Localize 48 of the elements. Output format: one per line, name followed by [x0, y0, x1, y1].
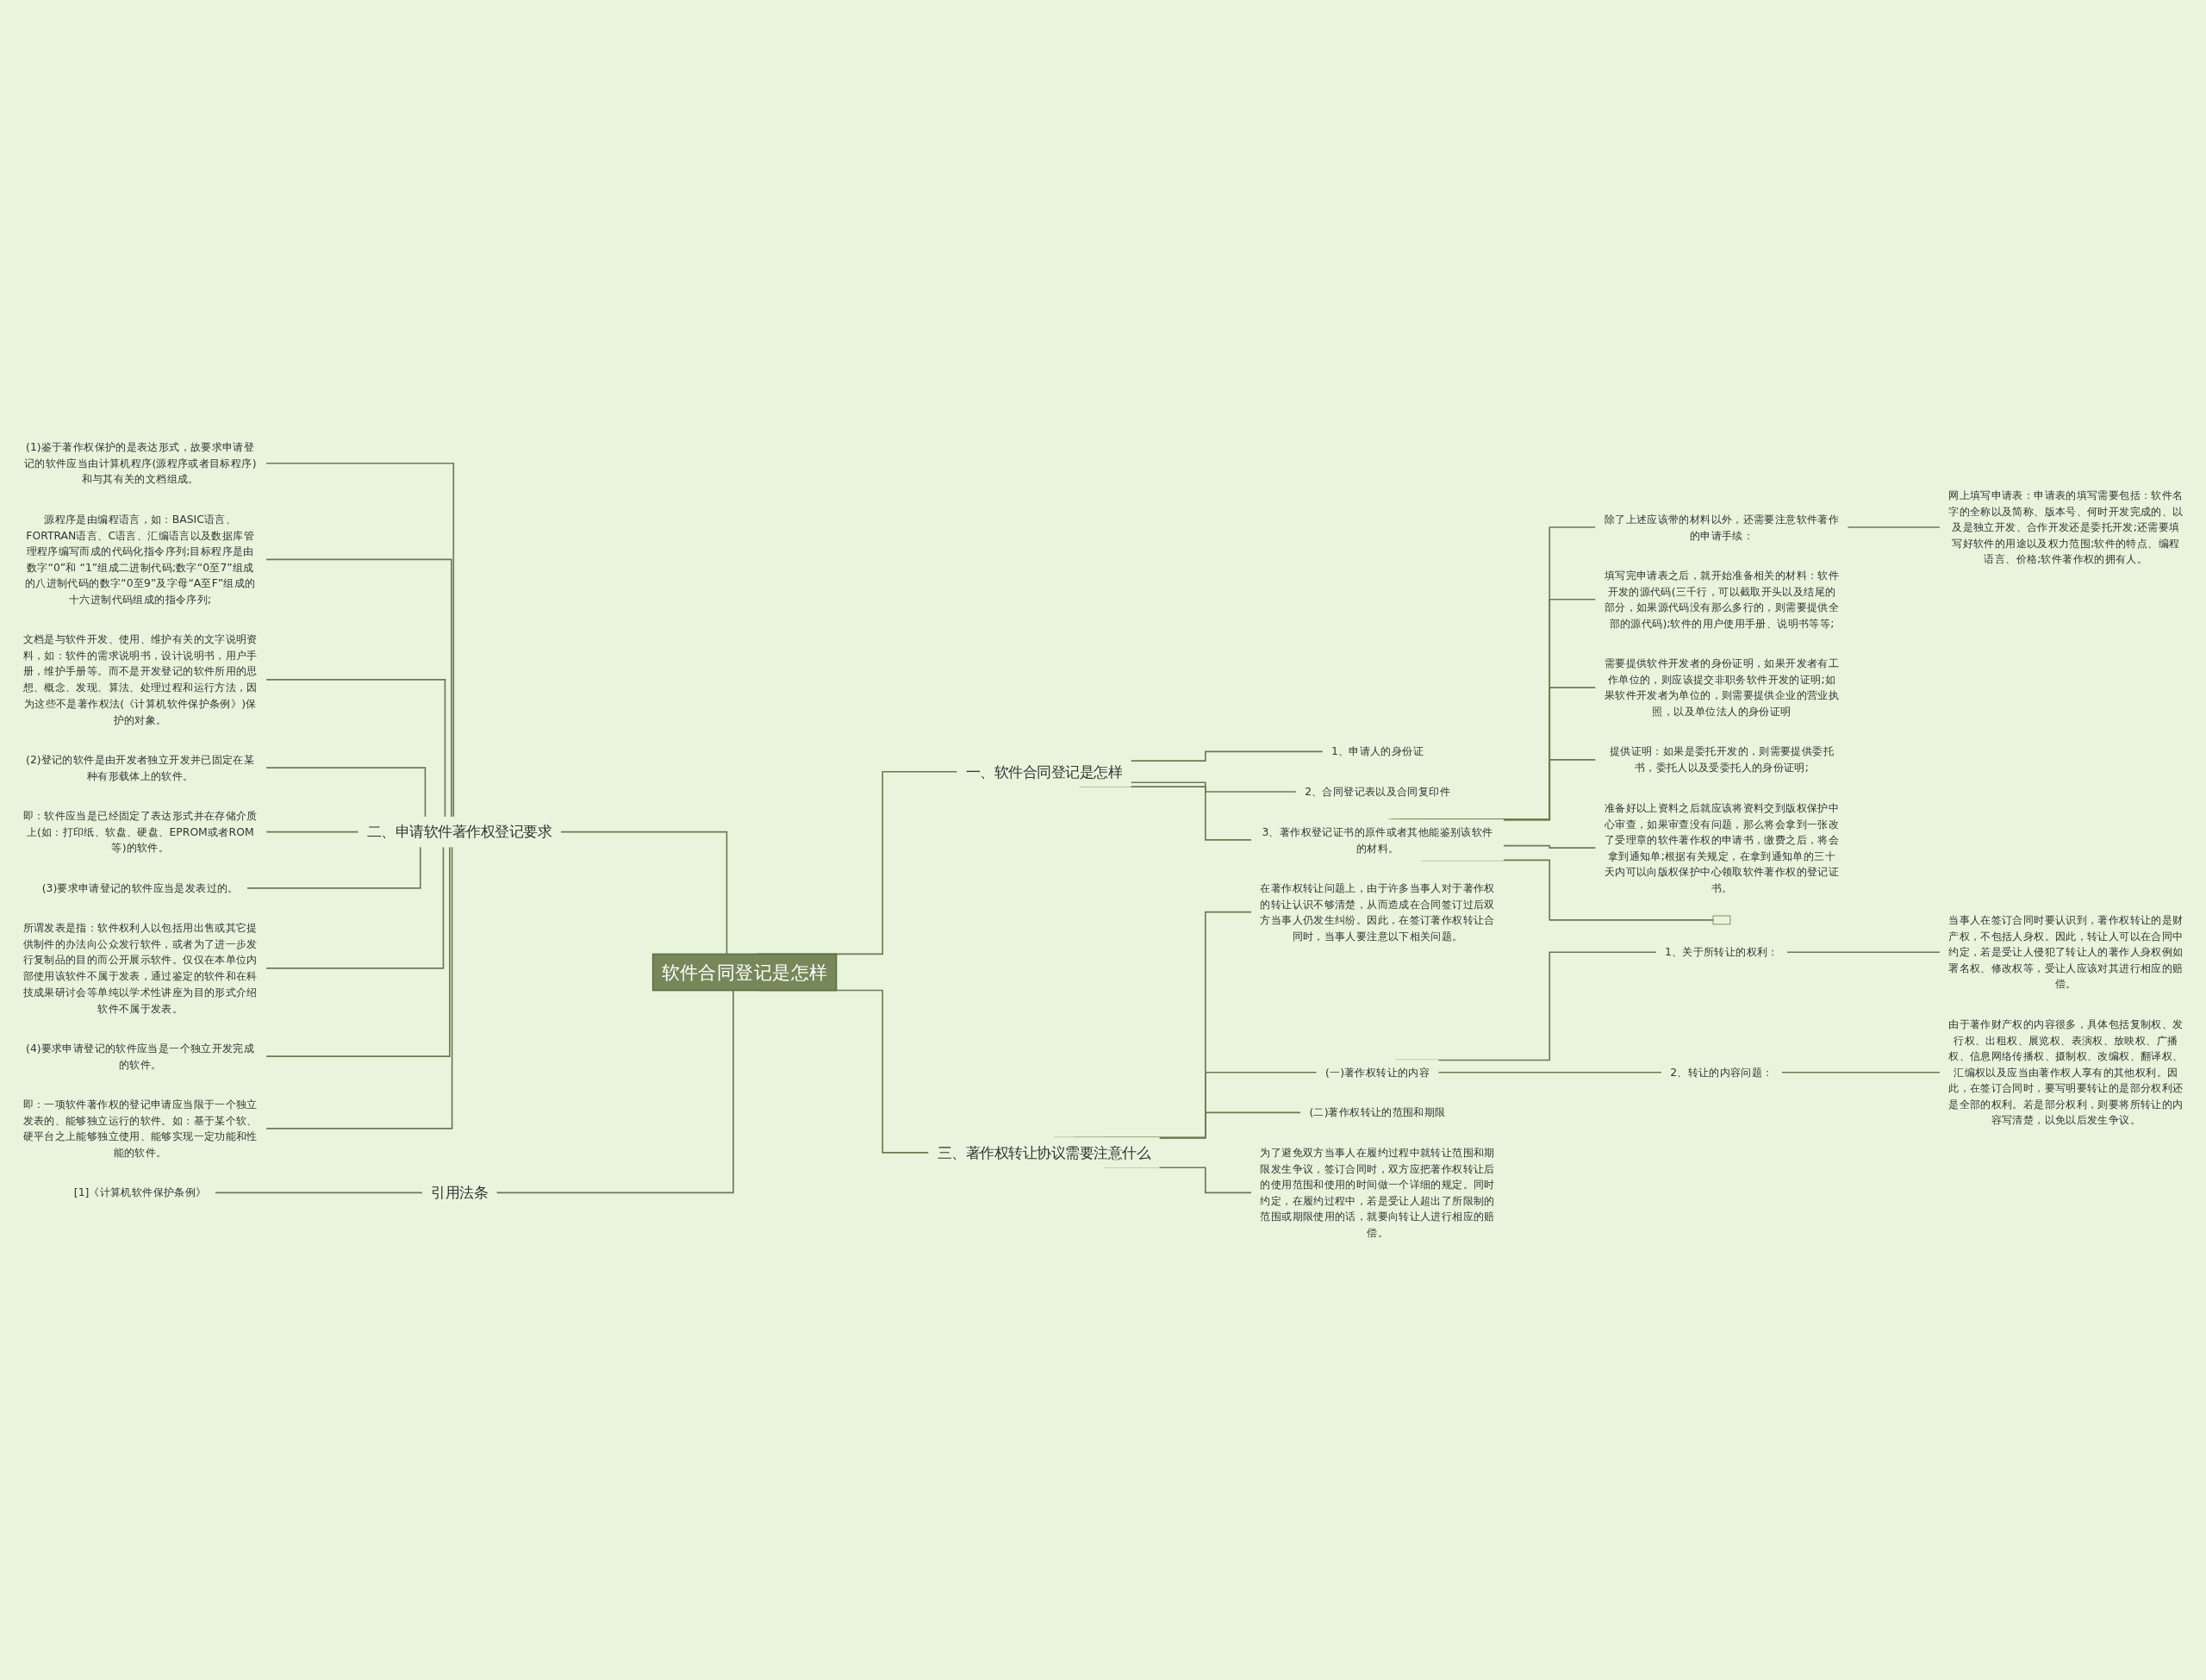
node-text: 由于著作财产权的内容很多，具体包括复制权、发行权、出租权、展览权、表演权、放映权、广播权、信息网络传播权、摄制权、改编权、翻译权、汇编权以及应当由著作权人享有的其他权利。因此，在签订合同时，要写明要转让的是部分权利还是全部的权利。若是部分权利，则要将所转让的内容写清楚，以免以后发生争议。 [1948, 1017, 2184, 1127]
connector [1437, 1071, 1663, 1073]
connector [265, 831, 359, 833]
node-text: 引用法条 [431, 1184, 489, 1202]
connector [495, 989, 734, 1194]
node-text: 在著作权转让问题上，由于许多当事人对于著作权的转让认识不够清楚，从而造成在合同签订过后双方当事人仍发生纠纷。因此，在签订著作权转让合同时，当事人要注意以下相关问题。 [1260, 881, 1495, 943]
connector [1847, 526, 1941, 528]
node-text: 需要提供软件开发者的身份证明，如果开发者有工作单位的，则应该提交非职务软件开发的证明;如果软件开发者为单位的，则需要提供企业的营业执照，以及单位法人的身份证明 [1604, 656, 1840, 719]
connector [265, 846, 453, 1129]
node-text: 源程序是由编程语言，如：BASIC语言、FORTRAN语言、C语言、汇编语言以及数据库管理程序编写而成的代码化指令序列;目标程序是由数字“0”和 “1”组成二进制代码;数字“0至7”组成的八进制代码的数字“0至9”及字母“A至F”组成的十六进制代码组成的指令序列; [24, 513, 256, 606]
node-text: (4)要求申请登记的软件应当是一个独立开发完成的软件。 [26, 1042, 255, 1071]
node-text: 即：软件应当是已经固定了表达形式并在存储介质上(如：打印纸、软盘、硬盘、EPROM或者ROM等)的软件。 [22, 809, 258, 855]
connector [265, 462, 455, 818]
node-box [1712, 915, 1731, 925]
connector [265, 846, 445, 969]
node-box: 软件合同登记是怎样 [651, 953, 838, 992]
node-text: (2)登记的软件是由开发者独立开发并已固定在某种有形载体上的软件。 [26, 753, 255, 782]
node-text: (二)著作权转让的范围和期限 [1309, 1105, 1446, 1119]
node-text: 1、申请人的身份证 [1331, 744, 1424, 758]
connector [1130, 750, 1324, 762]
connector [1130, 781, 1298, 793]
node-text: 除了上述应该带的材料以外，还需要注意软件著作的申请手续： [1604, 513, 1840, 542]
node-text: 所谓发表是指：软件权利人以包括用出售或其它提供制件的办法向公众发行软件，或者为了进一步发行复制品的目的而公开展示软件。仅仅在本单位内部使用该软件不属于发表，通过鉴定的软件和在科技成果研讨会等单纯以学术性讲座为目的形式介绍软件不属于发表。 [22, 921, 258, 1015]
node-text: [1]《计算机软件保护条例》 [73, 1185, 207, 1199]
node-text: 准备好以上资料之后就应该将资料交到版权保护中心审查，如果审查没有问题，那么将会拿到一张改了受理章的软件著作权的申请书，缴费之后，将会拿到通知单;根据有关规定，在拿到通知单的三十天内可以向版权保护中心领取软件著作权的登记证书。 [1604, 801, 1840, 894]
connector [246, 846, 421, 889]
node-text: 提供证明：如果是委托开发的，则需要提供委托书，委托人以及受委托人的身份证明; [1609, 744, 1834, 775]
node-text: 填写完申请表之后，就开始准备相关的材料：软件开发的源代码(三千行，可以截取开头以及结尾的部分，如果源代码没有那么多行的，则需要提供全部的源代码);软件的用户使用手册、说明书等等; [1604, 569, 1840, 630]
node-text: 2、转让的内容问题： [1670, 1066, 1773, 1079]
node-text: 网上填写申请表：申请表的填写需要包括：软件名字的全称以及简称、版本号、何时开发完成的、以及是独立开发、合作开发还是委托开发;还需要填写好软件的用途以及权力范围;软件的特点、编程语言、价格;软件著作权的拥有人。 [1948, 488, 2184, 566]
node-text: 当事人在签订合同时要认识到，著作权转让的是财产权，不包括人身权。因此，转让人可以在合同中约定，若是受让人侵犯了转让人的著作人身权例如署名权、修改权等，受让人应该对其进行相应的赔偿。 [1948, 913, 2184, 991]
node-text: 即：一项软件著作权的登记申请应当限于一个独立发表的、能够独立运行的软件。如：基于某个软、硬平台之上能够独立使用、能够实现一定功能和性能的软件。 [22, 1098, 258, 1159]
node-text: (1)鉴于著作权保护的是表达形式，故要求申请登记的软件应当由计算机程序(源程序或者目标程序)和与其有关的文档组成。 [23, 440, 257, 486]
connector [1785, 951, 1941, 954]
node-text: 文档是与软件开发、使用、维护有关的文字说明资料，如：软件的需求说明书，设计说明书，用户手册，维护手册等。而不是开发登记的软件所用的思想、概念、发现、算法、处理过程和运行方法，因为这些不是著作权法(《计算机软件保护条例》)保护的对象。 [22, 632, 258, 726]
node-text: 1、关于所转让的权利： [1665, 945, 1779, 959]
node-text: 二、申请软件著作权登记要求 [366, 823, 552, 841]
node-text: 为了避免双方当事人在履约过程中就转让范围和期限发生争议，签订合同时，双方应把著作权转让后的使用范围和使用的时间做一个详细的规定。同时约定，在履约过程中，若是受让人超出了所限制的范围或期限使用的话，就要向转让人进行相应的赔偿。 [1260, 1146, 1495, 1240]
connector [1502, 844, 1597, 849]
connector [265, 846, 451, 1057]
connector [265, 558, 452, 818]
node-text: (3)要求申请登记的软件应当是发表过的。 [41, 881, 239, 895]
connector [559, 831, 728, 955]
connector [1780, 1071, 1941, 1073]
connector [265, 767, 427, 818]
connector [265, 679, 446, 818]
node-text: 2、合同登记表以及合同复印件 [1305, 785, 1450, 799]
connector [214, 1192, 424, 1194]
